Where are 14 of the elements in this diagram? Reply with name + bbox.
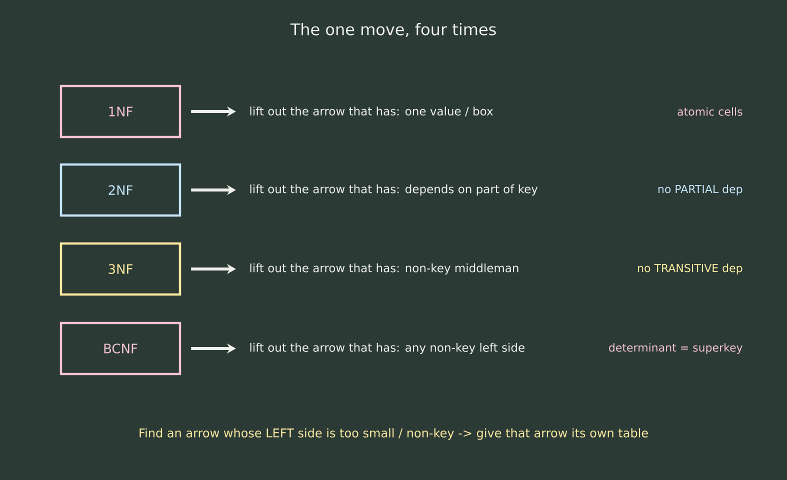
footer-note: Find an arrow whose LEFT side is too small / non-key -> give that arrow its own table (140, 428, 648, 440)
level-box: 1NF (60, 84, 182, 138)
side-note: no PARTIAL dep (658, 184, 742, 196)
rule-text: lift out the arrow that has: depends on part of key (250, 184, 538, 196)
level-box: BCNF (60, 322, 182, 376)
rule-text: lift out the arrow that has: any non-key left side (250, 342, 524, 354)
title: The one move, four times (290, 23, 496, 37)
level-box: 3NF (60, 242, 182, 296)
level-box: 2NF (60, 163, 182, 217)
side-note: no TRANSITIVE dep (638, 264, 742, 274)
side-note: atomic cells (678, 107, 742, 116)
side-note: determinant = superkey (609, 343, 742, 354)
rule-text: lift out the arrow that has: one value / box (250, 106, 493, 116)
rule-text: lift out the arrow that has: non-key middleman (250, 263, 518, 275)
